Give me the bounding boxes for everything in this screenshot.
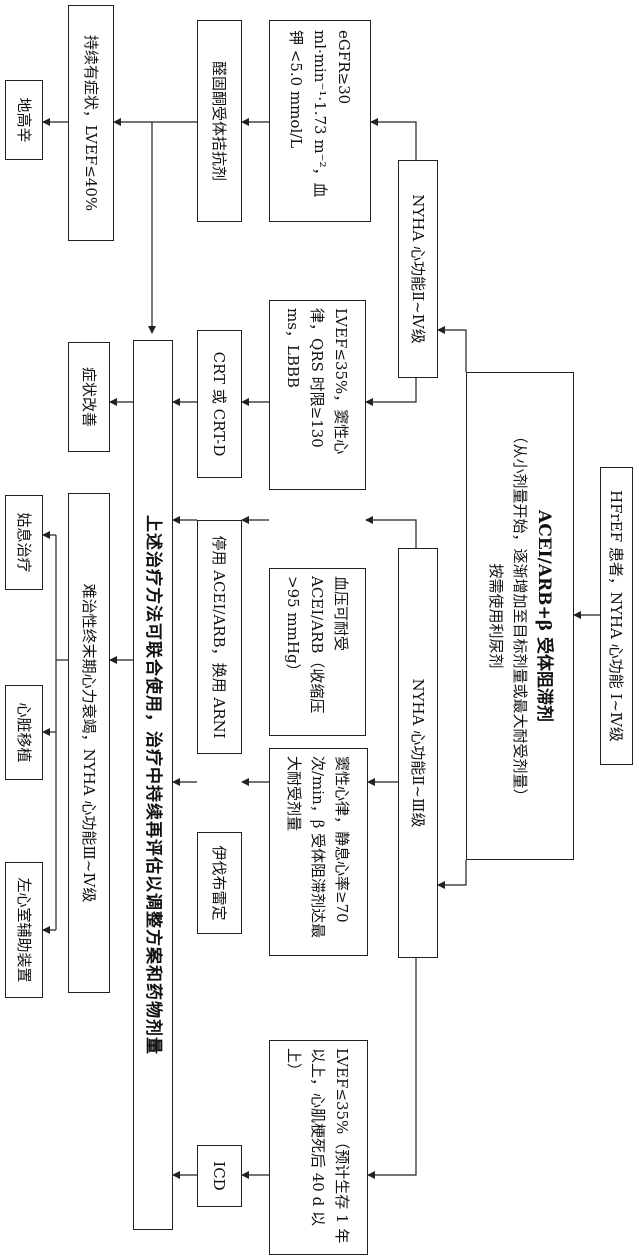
node-hfref: HFrEF 患者，NYHA 心功能 Ⅰ~Ⅳ级 — [600, 467, 633, 765]
arrow-acei-nyha24 — [437, 326, 467, 372]
node-nyha-2-4: NYHA 心功能Ⅱ~Ⅳ级 — [398, 160, 438, 378]
arrow-acei-nyha23 — [437, 860, 467, 889]
node-refractory-text: 难治性终末期心力衰竭，NYHA 心功能Ⅲ~Ⅳ级 — [80, 583, 98, 903]
node-persist: 持续有症状，LVEF≤40% — [68, 5, 114, 241]
node-cond-egfr: eGFR≥30 ml·min⁻¹·1.73 m⁻²，血钾 <5.0 mmol/L — [269, 20, 371, 222]
node-tx-arni: 停用 ACEI/ARB，换用 ARNI — [197, 520, 242, 754]
node-digoxin-text: 地高辛 — [15, 97, 33, 143]
node-tx-crt-text: CRT 或 CRT-D — [210, 351, 229, 457]
node-cond-egfr-text: eGFR≥30 ml·min⁻¹·1.73 m⁻²，血钾 <5.0 mmol/L — [287, 30, 353, 198]
node-improve: 症状改善 — [68, 342, 110, 452]
node-acei-title: ACEI/ARB+β 受体阻滞剂 — [534, 510, 554, 722]
node-hfref-text: HFrEF 患者，NYHA 心功能 Ⅰ~Ⅳ级 — [607, 490, 626, 742]
node-palliative-text: 姑息治疗 — [15, 512, 33, 573]
node-tx-ivabradine: 伊伐布雷定 — [197, 832, 242, 934]
arrow-nyha24-lvef — [365, 378, 417, 406]
arrow-mra-branch — [148, 121, 197, 334]
node-acei-sub2: 按需使用利尿剂 — [487, 563, 505, 669]
node-digoxin: 地高辛 — [5, 80, 43, 160]
node-cond-hr: 窦性心律，静息心率≥70 次/min，β 受体阻滞剂达最大耐受剂量 — [269, 748, 368, 956]
node-refractory: 难治性终末期心力衰竭，NYHA 心功能Ⅲ~Ⅳ级 — [68, 493, 110, 993]
node-nyha-2-4-text: NYHA 心功能Ⅱ~Ⅳ级 — [409, 194, 427, 344]
node-nyha-2-3: NYHA 心功能Ⅱ~Ⅲ级 — [398, 548, 438, 958]
arrow-nyha23-bp — [365, 516, 417, 548]
node-cond-lvef-crt: LVEF≤35%，窦性心律，QRS 时限≥130 ms，LBBB — [269, 300, 366, 490]
node-cond-bp: 血压可耐受 ACEI/ARB（收缩压>95 mmHg） — [269, 568, 366, 736]
arrow-nyha24-egfr — [370, 118, 417, 160]
arrow-nyha23-icd — [367, 958, 417, 1179]
node-tx-mra-text: 醛固酮受体拮抗剂 — [210, 60, 229, 181]
node-tx-mra: 醛固酮受体拮抗剂 — [197, 20, 242, 222]
node-tx-icd: ICD — [197, 1145, 242, 1207]
node-cond-lvef-crt-text: LVEF≤35%，窦性心律，QRS 时限≥130 ms，LBBB — [284, 308, 351, 455]
node-tx-ivabradine-text: 伊伐布雷定 — [210, 845, 229, 921]
node-improve-text: 症状改善 — [80, 366, 98, 427]
node-tx-arni-text: 停用 ACEI/ARB，换用 ARNI — [210, 535, 229, 739]
node-transplant-text: 心脏移植 — [15, 702, 33, 763]
node-cond-hr-text: 窦性心律，静息心率≥70 次/min，β 受体阻滞剂达最大耐受剂量 — [285, 756, 352, 939]
node-cond-icd-text: LVEF≤35%（预计生存 1 年以上，心肌梗死后 40 d 以上） — [285, 1048, 352, 1244]
node-acei-sub1: （从小剂量开始，逐渐增加至目标剂量或最大耐受剂量） — [511, 428, 529, 804]
node-persist-text: 持续有症状，LVEF≤40% — [82, 34, 100, 212]
node-acei-arb-bb: ACEI/ARB+β 受体阻滞剂 （从小剂量开始，逐渐增加至目标剂量或最大耐受剂… — [466, 372, 574, 860]
node-tx-icd-text: ICD — [210, 1161, 229, 1191]
node-tx-crt: CRT 或 CRT-D — [197, 330, 242, 478]
node-nyha-2-3-text: NYHA 心功能Ⅱ~Ⅲ级 — [409, 678, 427, 828]
node-palliative: 姑息治疗 — [5, 495, 43, 590]
node-combined: 上述治疗方法可联合使用，治疗中持续再评估以调整方案和药物剂量 — [133, 340, 173, 1230]
node-transplant: 心脏移植 — [5, 685, 43, 780]
node-combined-text: 上述治疗方法可联合使用，治疗中持续再评估以调整方案和药物剂量 — [143, 515, 163, 1055]
node-cond-icd: LVEF≤35%（预计生存 1 年以上，心肌梗死后 40 d 以上） — [269, 1040, 368, 1255]
node-lvad: 左心室辅助装置 — [5, 862, 43, 998]
node-lvad-text: 左心室辅助装置 — [15, 877, 33, 983]
node-cond-bp-text: 血压可耐受 ACEI/ARB（收缩压>95 mmHg） — [284, 576, 351, 714]
